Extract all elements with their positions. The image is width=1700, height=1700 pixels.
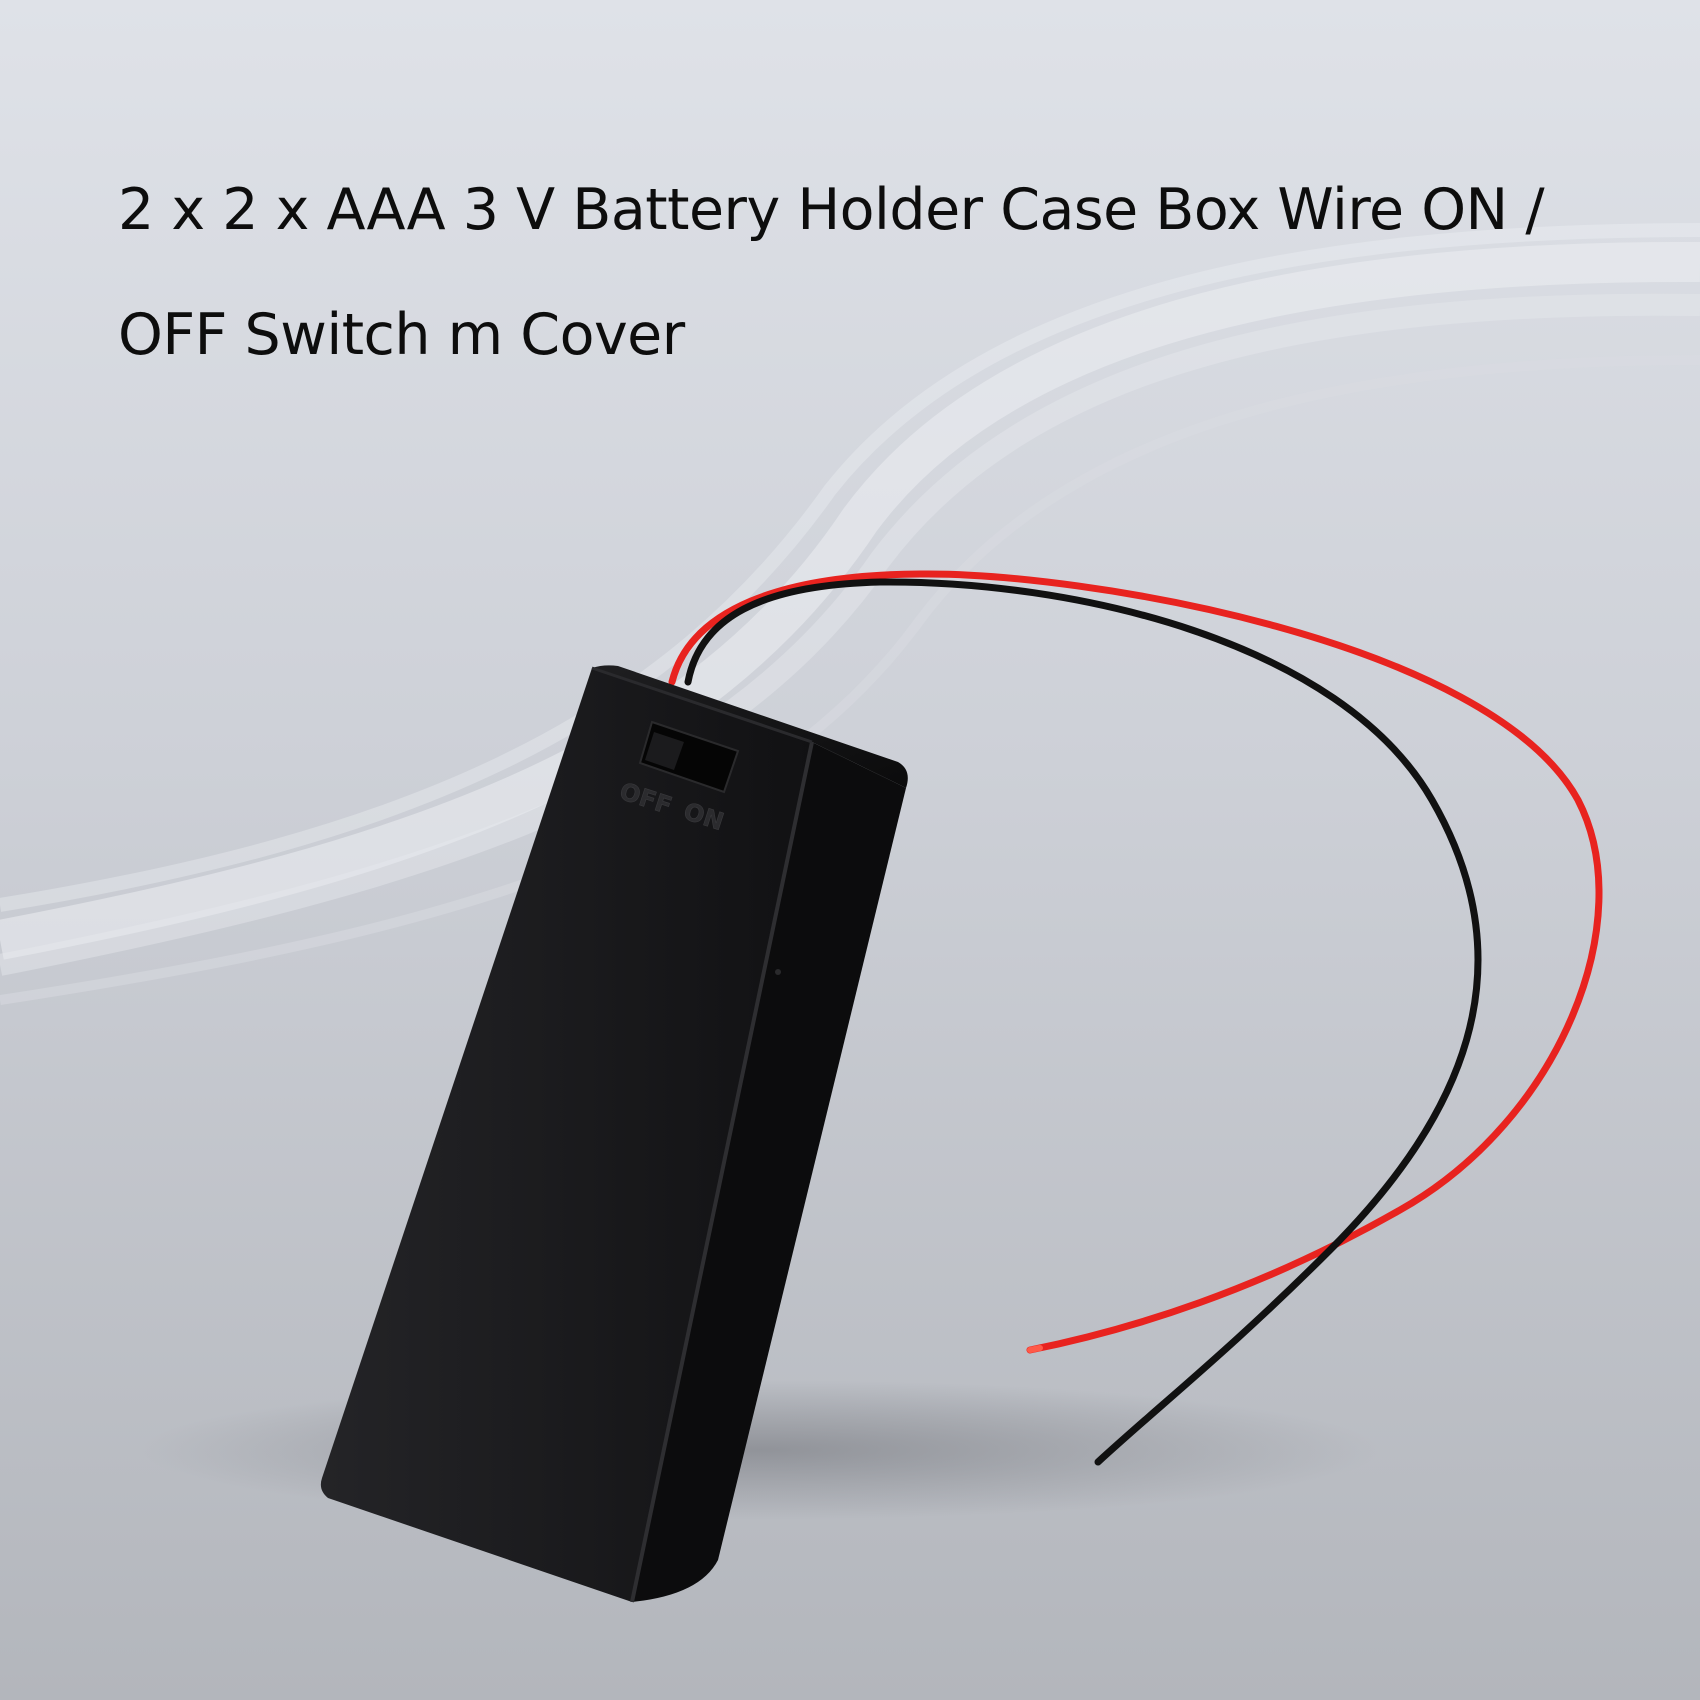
battery-case (320, 665, 908, 1603)
product-title-line-1: 2 x 2 x AAA 3 V Battery Holder Case Box … (118, 177, 1545, 243)
red-wire (668, 570, 1603, 1354)
background-wave (0, 223, 1700, 1005)
red-wire-tip (1027, 1345, 1043, 1353)
floor-shadow (140, 1380, 1380, 1520)
case-front-face (320, 668, 812, 1602)
black-wire (684, 578, 1482, 1466)
power-switch (638, 720, 740, 794)
case-side-face (632, 742, 906, 1602)
product-title-line-2: OFF Switch m Cover (118, 302, 685, 368)
product-title: 2 x 2 x AAA 3 V Battery Holder Case Box … (118, 148, 1618, 398)
